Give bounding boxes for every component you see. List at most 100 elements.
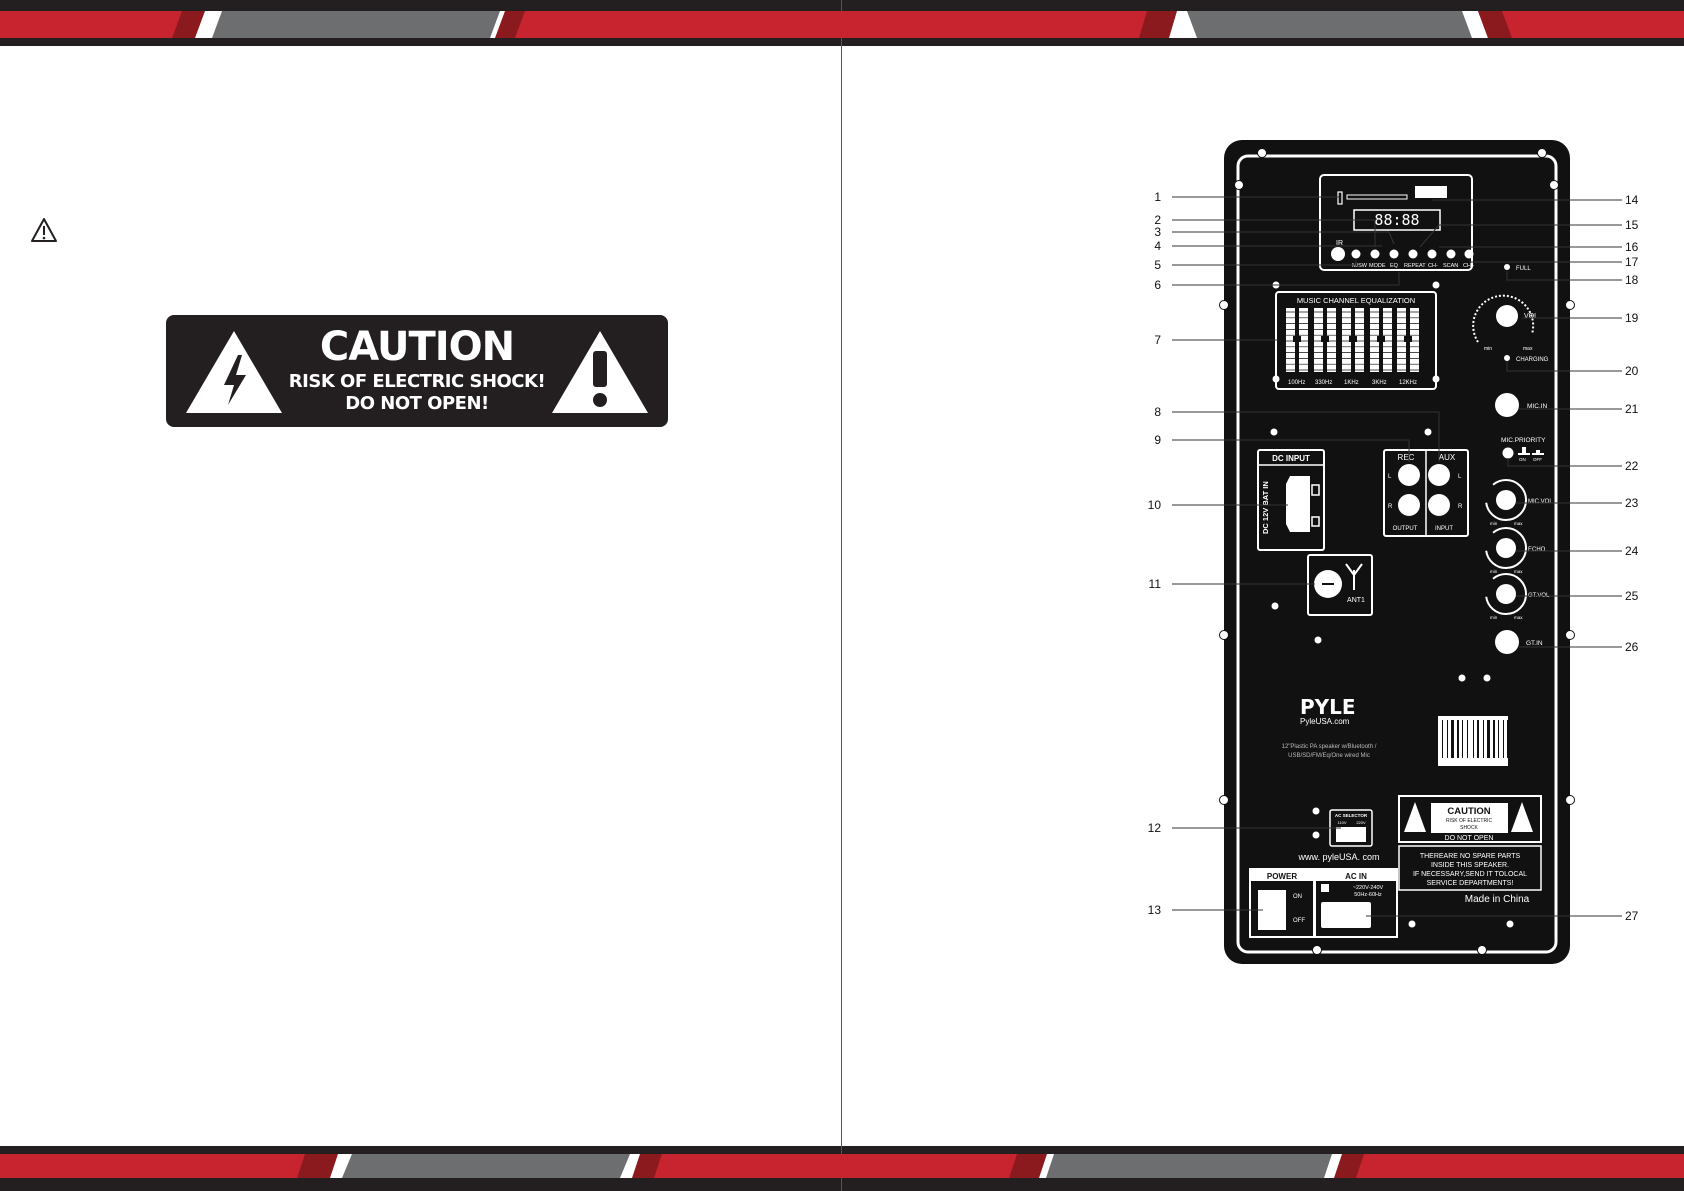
screw-icon	[1257, 148, 1267, 158]
ac-selector-switch[interactable]	[1336, 827, 1366, 842]
button-mode[interactable]	[1370, 249, 1380, 259]
caution-line-2: DO NOT OPEN!	[345, 393, 489, 414]
callout-leader-line	[1172, 219, 1376, 247]
echo-knob[interactable]	[1496, 538, 1516, 558]
aux-in-left-jack[interactable]	[1428, 464, 1450, 486]
screw-icon	[1549, 180, 1559, 190]
rivet-icon	[1424, 428, 1432, 436]
power-label: POWER	[1267, 872, 1297, 881]
sticker-line-3: DO NOT OPEN	[1445, 835, 1494, 842]
mic-vol-knob-group: MIC.VOL min max	[1485, 479, 1553, 526]
panel-caution-sticker: CAUTION RISK OF ELECTRIC SHOCK DO NOT OP…	[1398, 795, 1542, 843]
callout-leader-line	[1172, 260, 1357, 266]
rivet-icon	[1271, 602, 1279, 610]
power-off-label: OFF	[1293, 918, 1305, 924]
callout-leader-line	[1506, 361, 1622, 372]
eq-slider-knob[interactable]	[1404, 336, 1412, 342]
ac-selector-label: AC SELECTOR	[1335, 813, 1368, 818]
sticker-line-1: RISK OF ELECTRIC	[1446, 818, 1493, 824]
label-scan: SCAN	[1443, 263, 1458, 269]
rivet-icon	[1312, 807, 1320, 815]
eq-slider-knob[interactable]	[1321, 336, 1329, 342]
power-on-label: ON	[1293, 894, 1302, 900]
eq-slider-knob[interactable]	[1377, 336, 1385, 342]
rivet-icon	[1314, 636, 1322, 644]
mic-vol-knob[interactable]	[1496, 490, 1516, 510]
charging-label: CHARGING	[1516, 357, 1549, 363]
ac-selector-block: AC SELECTOR 110V 220V	[1329, 809, 1373, 847]
ir-sensor	[1331, 247, 1345, 261]
caution-line-1: RISK OF ELECTRIC SHOCK!	[288, 371, 546, 392]
button-ch-plus[interactable]	[1464, 249, 1474, 259]
callout-number: 27	[1625, 909, 1639, 923]
callout-number: 18	[1625, 273, 1639, 287]
eq-slider-knob[interactable]	[1349, 336, 1357, 342]
echo-min: min	[1490, 569, 1498, 574]
priority-on-icon	[1522, 447, 1526, 453]
product-desc-line-1: 12"Plastic PA speaker w/Bluetooth /	[1282, 744, 1377, 750]
output-label: OUTPUT	[1393, 526, 1418, 532]
vol-label: VOL	[1524, 313, 1538, 320]
product-desc-line-2: USB/SD/FM/Eq/One wired Mic	[1288, 753, 1370, 759]
button-ch-minus[interactable]	[1427, 249, 1437, 259]
screw-icon	[1234, 180, 1244, 190]
bottom-decorative-band-right	[842, 1146, 1684, 1191]
button-msw[interactable]	[1351, 249, 1361, 259]
label-msw: M/SW	[1352, 263, 1368, 269]
full-led	[1504, 264, 1510, 270]
aux-label: AUX	[1439, 453, 1456, 462]
eq-freq-12khz: 12KHz	[1399, 380, 1417, 386]
callout-leader-line	[1507, 458, 1622, 467]
label-eq: EQ	[1390, 263, 1399, 269]
callout-number: 3	[1154, 225, 1161, 239]
button-eq[interactable]	[1389, 249, 1399, 259]
ac-selector-110v: 110V	[1337, 820, 1346, 825]
eq-slider-knob[interactable]	[1293, 336, 1301, 342]
mic-priority-switch[interactable]	[1502, 447, 1514, 459]
dc-input-label: DC INPUT	[1272, 454, 1310, 463]
echo-knob-group: ECHO min max	[1485, 527, 1546, 574]
callout-number: 21	[1625, 402, 1639, 416]
vol-max-label: max	[1523, 346, 1533, 352]
label-ch-minus: CH-	[1428, 263, 1438, 269]
screw-icon	[1565, 795, 1575, 805]
callout-number: 12	[1148, 821, 1162, 835]
callout-number: 7	[1154, 333, 1161, 347]
callout-number: 14	[1625, 193, 1639, 207]
sticker-line-2: SHOCK	[1460, 825, 1478, 831]
ac-power-socket[interactable]	[1321, 902, 1371, 928]
gt-in-jack[interactable]	[1495, 630, 1519, 654]
aux-l-label: L	[1458, 474, 1462, 480]
screw-icon	[1219, 795, 1229, 805]
mic-in-jack[interactable]	[1495, 393, 1519, 417]
panel-inner-border	[1236, 154, 1558, 954]
display-text: 88:88	[1374, 211, 1419, 229]
rivet-icon	[1458, 674, 1466, 682]
gt-vol-knob[interactable]	[1496, 584, 1516, 604]
rec-out-left-jack[interactable]	[1398, 464, 1420, 486]
eq-title: MUSIC CHANNEL EQUALIZATION	[1297, 296, 1415, 305]
rivet-icon	[1483, 674, 1491, 682]
service-notice: THEREARE NO SPARE PARTS INSIDE THIS SPEA…	[1398, 845, 1542, 891]
caution-title: CAUTION	[319, 324, 515, 370]
rec-out-right-jack[interactable]	[1398, 494, 1420, 516]
button-scan[interactable]	[1446, 249, 1456, 259]
callout-number: 20	[1625, 364, 1639, 378]
sticker-caution-title: CAUTION	[1447, 806, 1490, 817]
screw-icon	[1219, 300, 1229, 310]
input-label: INPUT	[1435, 526, 1453, 532]
gt-vol-max: max	[1514, 615, 1523, 620]
callout-number: 11	[1149, 577, 1162, 591]
volume-knob[interactable]	[1496, 305, 1518, 327]
label-mode: MODE	[1369, 263, 1386, 269]
button-repeat[interactable]	[1408, 249, 1418, 259]
screw-icon	[1537, 148, 1547, 158]
caution-warning-banner: CAUTION RISK OF ELECTRIC SHOCK! DO NOT O…	[166, 315, 668, 427]
dc-connector[interactable]	[1286, 476, 1310, 532]
aux-in-right-jack[interactable]	[1428, 494, 1450, 516]
mic-vol-min: min	[1490, 521, 1498, 526]
rec-aux-block: REC AUX L R L R OUTPUT INPUT	[1383, 449, 1469, 537]
screw-icon	[1312, 945, 1322, 955]
priority-off-label: OFF	[1533, 457, 1542, 462]
media-player-module: 88:88 IR M/SW MODE EQ REPEAT CH- SCAN CH…	[1319, 174, 1474, 271]
